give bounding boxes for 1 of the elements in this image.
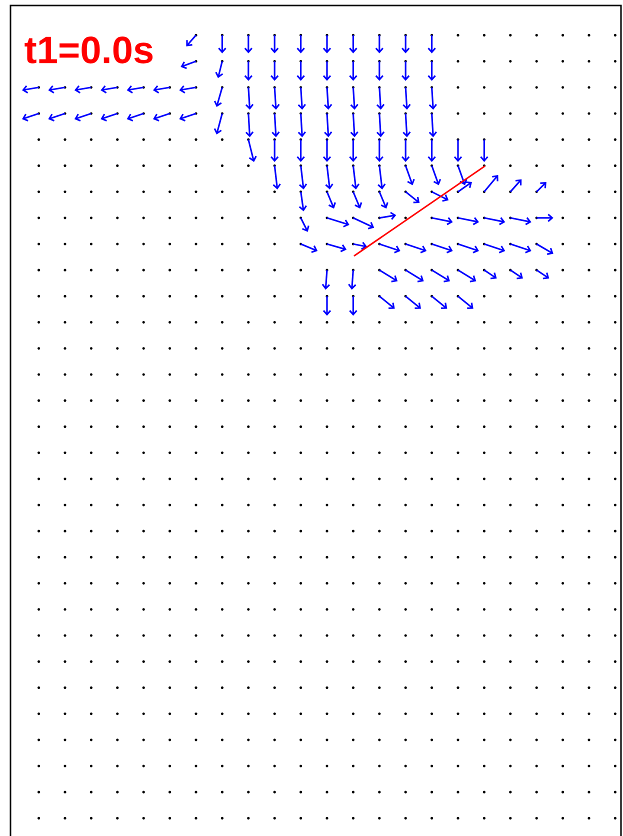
- title: t1=0.0s: [24, 36, 153, 64]
